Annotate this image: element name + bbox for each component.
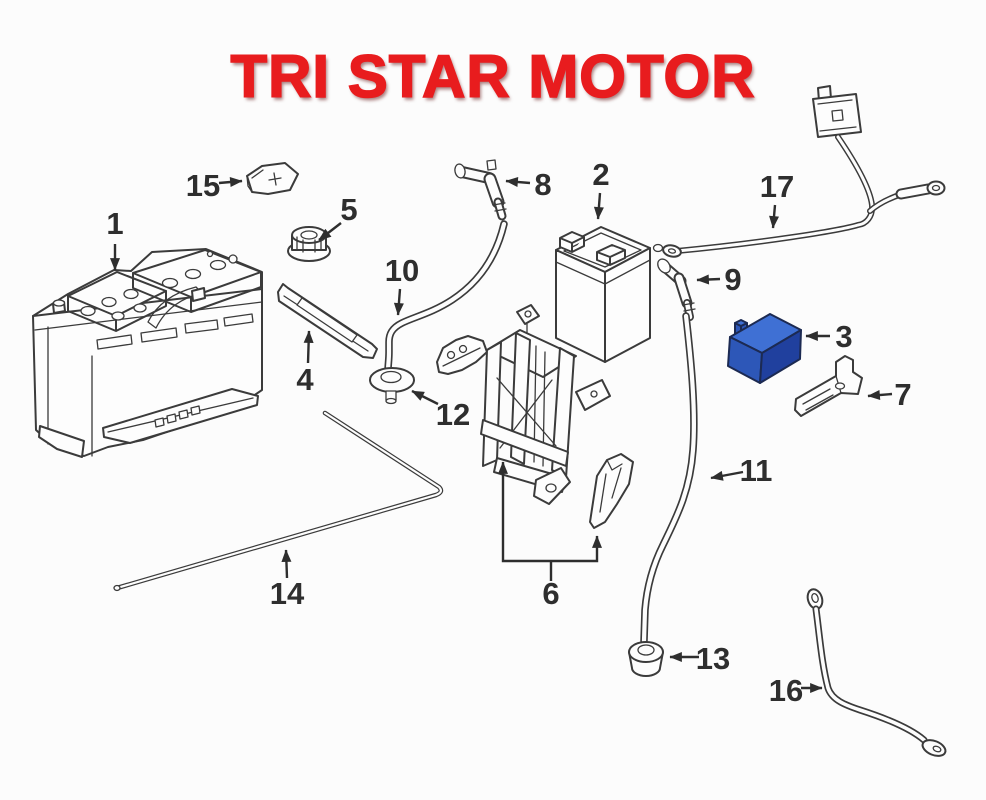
part-2-aux-battery (555, 226, 651, 363)
callout-arrow-14 (281, 549, 292, 579)
part-label-13: 13 (696, 641, 730, 676)
part-9-elbow-fitting (657, 258, 696, 321)
callout-arrow-12 (411, 389, 439, 406)
part-11-tube (640, 312, 698, 645)
part-16-ground-cable (806, 588, 947, 757)
part-label-8: 8 (534, 167, 551, 202)
part-label-17: 17 (760, 169, 794, 204)
part-8-elbow-fitting (454, 159, 507, 221)
part-label-7: 7 (894, 377, 911, 412)
part-label-3: 3 (835, 319, 852, 354)
part-3-highlighted-box (727, 313, 802, 384)
callout-arrow-15 (218, 177, 243, 188)
callout-arrow-7 (867, 390, 893, 400)
part-1-battery (32, 248, 263, 458)
part-label-15: 15 (186, 168, 220, 203)
callout-arrow-9 (696, 274, 721, 285)
callout-arrow-2 (593, 192, 604, 220)
part-label-2: 2 (592, 157, 609, 192)
part-label-14: 14 (270, 576, 305, 611)
callout-arrow-8 (505, 177, 531, 187)
part-label-11: 11 (740, 453, 773, 488)
callout-arrow-5 (318, 222, 342, 241)
part-label-16: 16 (769, 673, 803, 708)
part-5-nut (287, 226, 331, 262)
part-label-1: 1 (106, 206, 123, 241)
callout-arrow-17 (769, 204, 780, 229)
part-label-4: 4 (296, 362, 314, 397)
part-12-grommet (369, 367, 415, 405)
part-label-5: 5 (340, 192, 357, 227)
callout-arrow-11 (710, 470, 744, 481)
part-17-cable (652, 85, 946, 258)
part-14-rod (113, 410, 444, 592)
part-13-grommet (628, 641, 664, 677)
part-15-cover (246, 162, 299, 195)
part-6-callout-bracket (501, 556, 599, 581)
part-label-9: 9 (724, 262, 741, 297)
part-label-6: 6 (542, 576, 559, 611)
callout-arrow-10 (393, 288, 404, 316)
part-4-rail-bracket (277, 283, 378, 359)
part-label-12: 12 (436, 397, 470, 432)
part-label-10: 10 (385, 253, 419, 288)
page-title: TRI STAR MOTOR (230, 42, 756, 111)
part-10-tube (384, 220, 508, 375)
part-6-battery-tray (436, 304, 634, 581)
callout-arrow-4 (303, 330, 314, 364)
part-7-clamp-bracket (794, 355, 863, 417)
